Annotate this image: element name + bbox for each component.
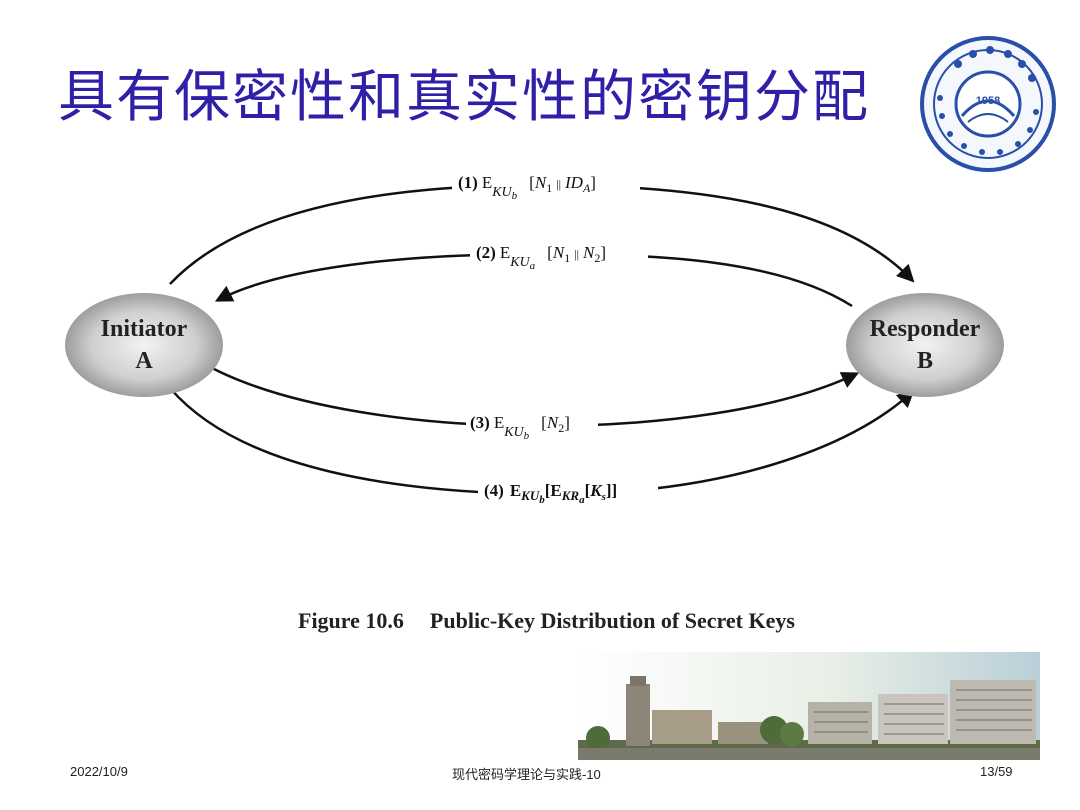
figure-title: Public-Key Distribution of Secret Keys [429,608,795,633]
initiator-node: Initiator A [65,293,223,397]
responder-party: B [917,348,933,374]
responder-node: Responder B [846,293,1004,397]
message-1-label: (1)EKUb[N1||IDA] [458,173,596,202]
message-2-label: (2)EKUa[N1||N2] [476,243,606,272]
initiator-party: A [135,348,153,374]
footer-page-number: 13/59 [980,764,1013,779]
university-seal-logo: 1958 [920,36,1056,172]
initiator-label: Initiator [101,316,188,342]
message-3-label: (3)EKUb[N2] [470,413,570,442]
campus-photo-image [578,652,1040,760]
figure-caption: Figure 10.6 Public-Key Distribution of Se… [298,608,795,634]
seal-year: 1958 [976,95,1000,107]
message-4-label: (4)EKUb[EKRa[Ks]] [484,481,617,506]
figure-number: Figure 10.6 [298,608,404,633]
key-distribution-diagram: (1)EKUb[N1||IDA] (2)EKUa[N1||N2] (3)EKUb… [65,168,1004,512]
responder-label: Responder [870,316,981,342]
footer-course-title: 现代密码学理论与实践-10 [452,767,601,782]
footer-date: 2022/10/9 [70,764,128,779]
slide-title: 具有保密性和真实性的密钥分配 [58,65,870,130]
